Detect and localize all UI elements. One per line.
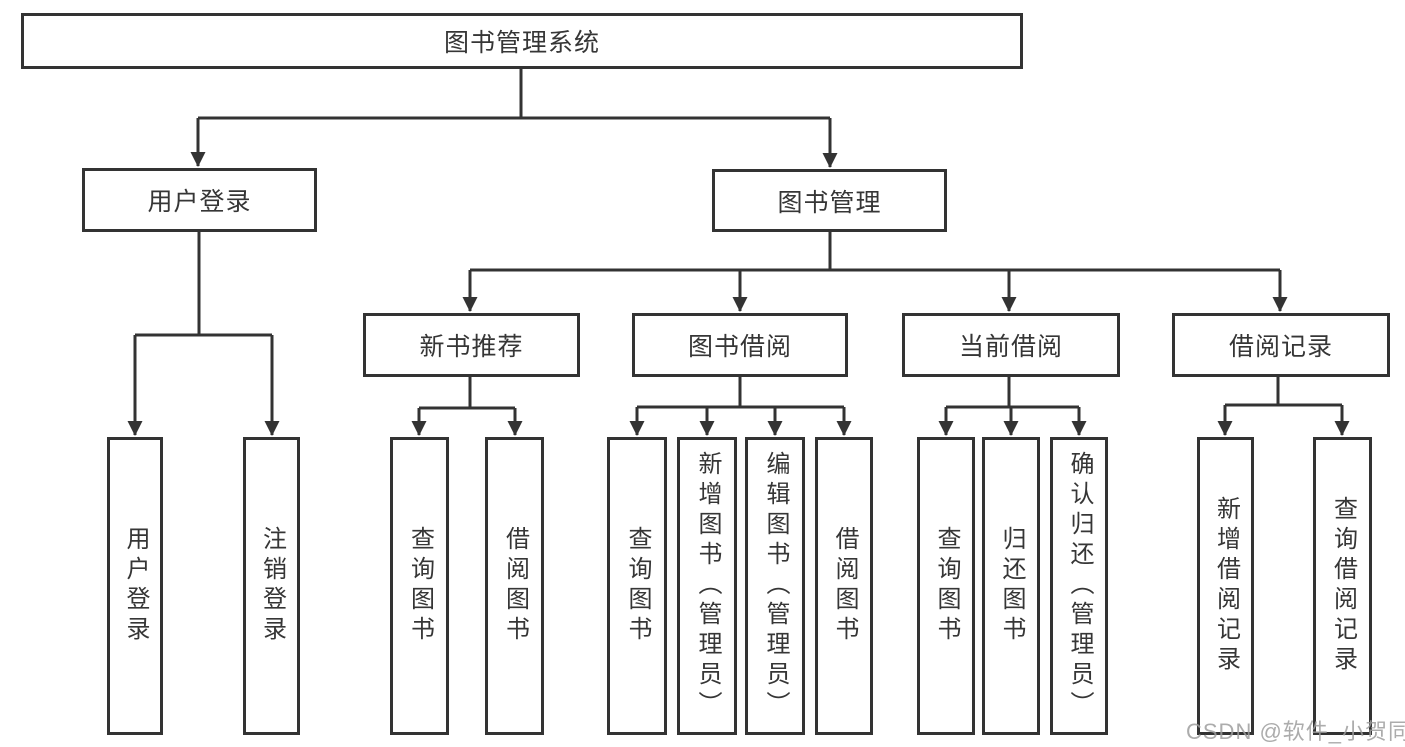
leaf-query-book-recommend: 查询图书: [390, 437, 449, 735]
leaf-label: 查询图书: [406, 526, 434, 646]
leaf-label: 借阅图书: [831, 526, 858, 646]
leaf-logout: 注销登录: [243, 437, 300, 735]
leaf-borrow-book: 借阅图书: [815, 437, 873, 735]
leaf-label: 归还图书: [998, 526, 1025, 646]
node-book-borrowing: 图书借阅: [632, 313, 848, 377]
leaf-label: 新增图书（管理员）: [694, 451, 721, 721]
leaf-user-login: 用户登录: [107, 437, 163, 735]
leaf-label: 查询图书: [624, 526, 651, 646]
leaf-label: 确认归还（管理员）: [1066, 451, 1093, 721]
leaf-return-book: 归还图书: [982, 437, 1040, 735]
leaf-borrow-book-recommend: 借阅图书: [485, 437, 544, 735]
node-root-library-system: 图书管理系统: [21, 13, 1023, 69]
leaf-label: 新增借阅记录: [1212, 496, 1240, 676]
leaf-query-book-borrowing: 查询图书: [607, 437, 667, 735]
leaf-add-book-admin: 新增图书（管理员）: [677, 437, 737, 735]
leaf-confirm-return-admin: 确认归还（管理员）: [1050, 437, 1108, 735]
leaf-label: 查询图书: [933, 526, 960, 646]
node-borrowing-records: 借阅记录: [1172, 313, 1390, 377]
leaf-query-book-current: 查询图书: [917, 437, 975, 735]
leaf-label: 用户登录: [122, 526, 149, 646]
node-current-borrowing: 当前借阅: [902, 313, 1120, 377]
node-user-login: 用户登录: [82, 168, 317, 232]
leaf-label: 借阅图书: [501, 526, 529, 646]
leaf-label: 注销登录: [258, 526, 286, 646]
leaf-query-borrow-record: 查询借阅记录: [1313, 437, 1372, 735]
leaf-label: 查询借阅记录: [1329, 496, 1357, 676]
node-book-management: 图书管理: [712, 169, 947, 232]
leaf-edit-book-admin: 编辑图书（管理员）: [745, 437, 805, 735]
leaf-add-borrow-record: 新增借阅记录: [1197, 437, 1254, 735]
node-new-book-recommend: 新书推荐: [363, 313, 580, 377]
leaf-label: 编辑图书（管理员）: [762, 451, 789, 721]
